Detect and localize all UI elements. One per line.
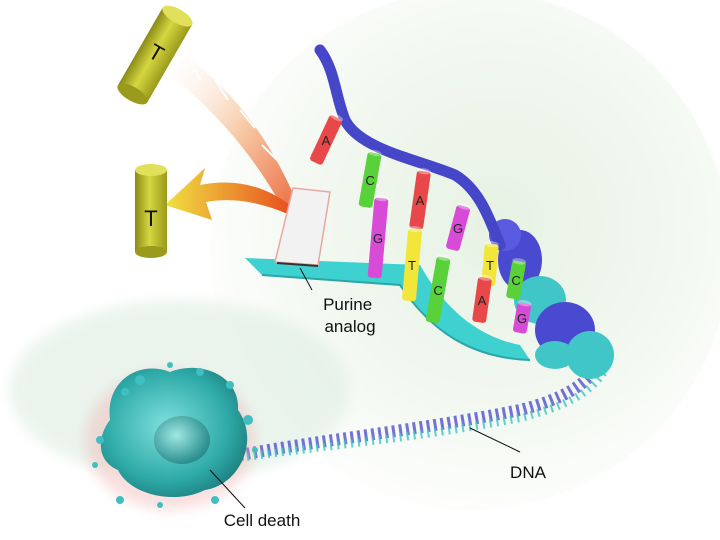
upper-backbone: [314, 44, 506, 251]
lower-base-5: G: [512, 300, 532, 334]
purine-analog-tile: [274, 187, 331, 267]
lower-base-2-letter: T: [408, 258, 416, 273]
label-purine-analog-line1: Purine: [323, 295, 372, 314]
lower-strand-bases: G T C A G: [367, 195, 532, 334]
thymine-left-letter: T: [144, 206, 157, 231]
label-purine-analog: Purine analog: [323, 295, 377, 336]
upper-base-1-letter: A: [322, 133, 331, 148]
lower-base-3-letter: C: [433, 283, 442, 298]
displacement-arrow: [165, 168, 290, 220]
upper-base-2: C: [358, 149, 382, 208]
lower-base-3: C: [425, 254, 451, 324]
upper-base-6-letter: C: [511, 273, 520, 288]
upper-strand-bases: A C A G T C: [310, 113, 527, 300]
leader-purine-analog: [299, 267, 313, 291]
lower-backbone: [245, 258, 530, 360]
thymine-top: T: [117, 5, 193, 105]
upper-base-6: C: [506, 258, 527, 300]
label-purine-analog-line2: analog: [324, 317, 375, 336]
upper-base-1: A: [310, 113, 344, 165]
leader-dna: [469, 427, 521, 453]
thymine-left: T: [135, 164, 167, 258]
upper-base-5-letter: T: [486, 258, 494, 273]
lower-base-5-letter: G: [517, 311, 527, 326]
upper-base-2-letter: C: [365, 173, 374, 188]
upper-base-5: T: [481, 241, 499, 287]
upper-base-3: A: [409, 168, 431, 230]
lower-base-4: A: [472, 274, 493, 323]
lower-base-1: G: [367, 195, 389, 279]
lower-base-2: T: [402, 226, 423, 302]
upper-base-4-letter: G: [453, 221, 463, 236]
upper-base-4: G: [446, 202, 471, 251]
motion-trail: [170, 55, 300, 212]
dna-helix-tail: [238, 357, 609, 462]
label-cell-death: Cell death: [224, 511, 301, 530]
leader-cell-death: [209, 469, 246, 509]
cell-nucleus: [154, 416, 210, 464]
label-dna: DNA: [510, 463, 547, 482]
upper-base-3-letter: A: [416, 193, 425, 208]
dying-cell: [85, 362, 258, 510]
lower-base-1-letter: G: [373, 231, 383, 246]
lower-base-4-letter: A: [478, 293, 487, 308]
